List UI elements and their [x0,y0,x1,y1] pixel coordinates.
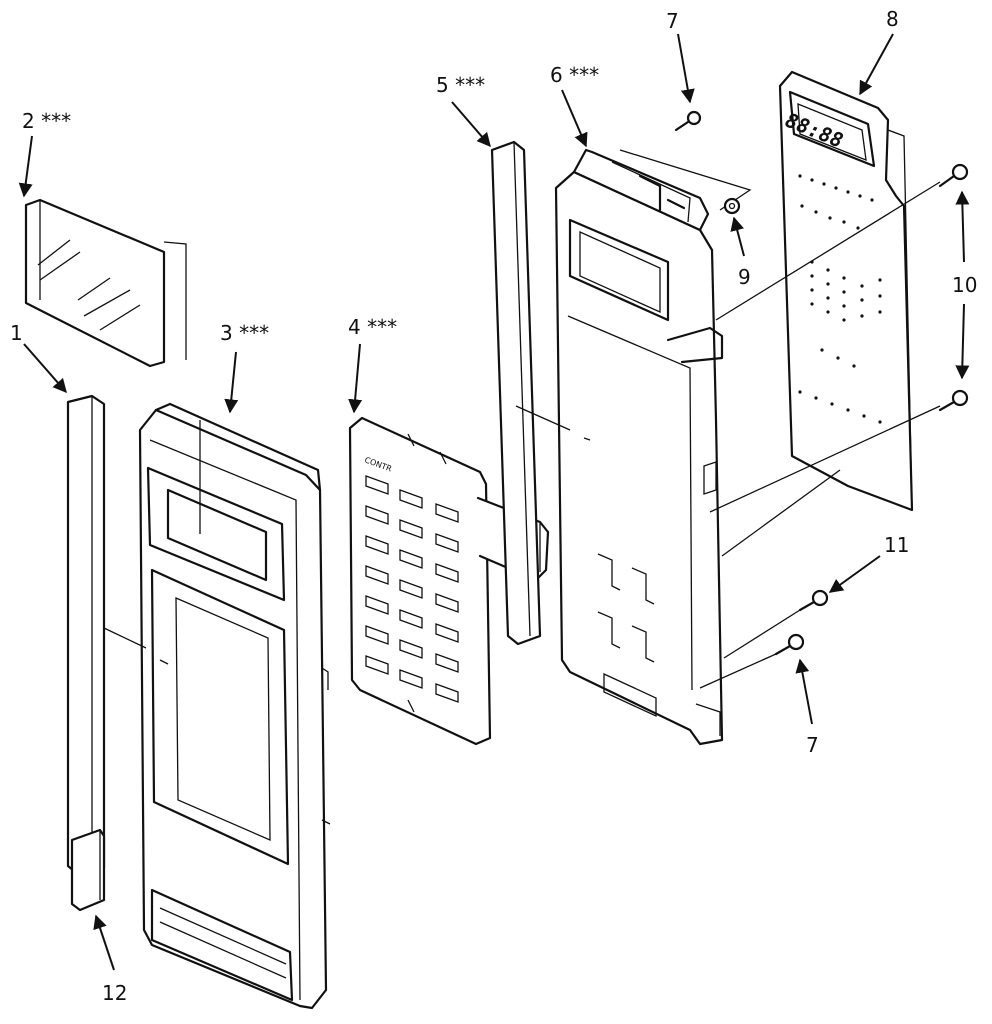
screw-7-bottom [774,633,805,656]
callout-7-bottom: 7 [806,733,819,757]
callout-4: 4 *** [348,315,397,339]
callout-1: 1 [10,321,23,345]
washer-9 [723,197,741,215]
screw-10-lower [938,389,969,412]
callout-9: 9 [738,265,751,289]
callout-11: 11 [884,533,909,557]
part-1-side-strip [66,394,106,878]
callout-labels: 2 *** 1 3 *** 4 *** 5 *** 6 *** 7 8 9 10… [10,7,977,1005]
screw-7-top [674,110,702,132]
callout-8: 8 [886,7,899,31]
screw-11 [798,589,829,612]
callout-10: 10 [952,273,977,297]
part-3-panel-frame [138,402,331,1010]
callout-5: 5 *** [436,73,485,97]
screw-10-upper [938,163,969,188]
callout-7-top: 7 [666,9,679,33]
keypad-button-grid [365,475,459,703]
part-2-window-glass [24,198,166,368]
callout-12: 12 [102,981,127,1005]
part-4-keypad-membrane: CONTR [348,416,550,746]
callout-3: 3 *** [220,321,269,345]
part-8-display-board: 88:88 [778,70,914,512]
assembly-lines [103,181,941,689]
callout-arrows [18,33,970,971]
part-6-mounting-bracket [554,148,752,746]
board-component-dots [798,174,882,424]
callout-6: 6 *** [550,63,599,87]
part-5-trim-strip [490,140,542,646]
part-12-clip [70,828,106,912]
callout-2: 2 *** [22,109,71,133]
